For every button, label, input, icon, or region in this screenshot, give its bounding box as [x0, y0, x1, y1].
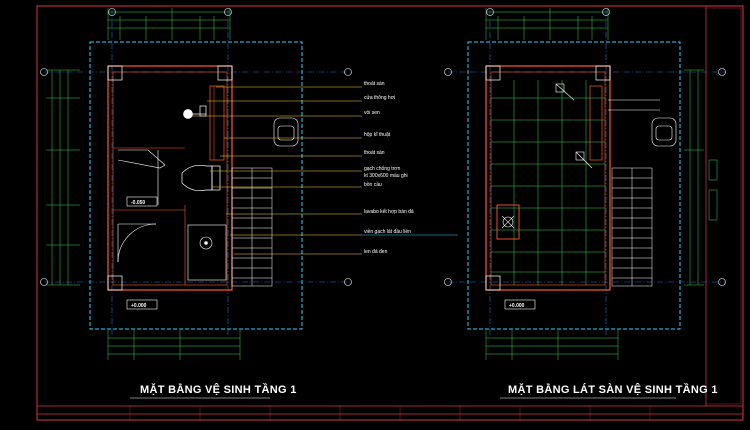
- elevation-left-upper-label: -0.050: [131, 200, 145, 206]
- annotation-voi-sen: vòi sen: [364, 110, 380, 116]
- elevation-right-lower: +0.000: [504, 299, 536, 310]
- annotation-thoat-san-1: thoát sàn: [364, 81, 385, 87]
- annotation-len-da-den: len đá đen: [364, 249, 388, 255]
- elevation-left-lower: +0.000: [126, 299, 158, 310]
- elevation-right-lower-label: +0.000: [509, 303, 525, 309]
- elevation-left-upper: -0.050: [126, 196, 158, 207]
- annotation-gach-chong-tron: gạch chống trơn: [364, 166, 401, 172]
- title-block: [36, 7, 744, 421]
- annotation-vien-gach: viền gạch lát đầu liền: [364, 229, 411, 235]
- annotation-cua-thong-hoi: cửa thông hơi: [364, 94, 395, 101]
- annotation-thoat-san-2: thoát sàn: [364, 150, 385, 156]
- elevation-left-lower-label: +0.000: [131, 303, 147, 309]
- annotation-lavabo: lavabo kết hợp bàn đá: [364, 209, 414, 215]
- left-floor-plan: -0.050 +0.000 MẶT BẰNG VỆ SINH TẦNG 1: [40, 8, 458, 399]
- annotation-list: thoát sàn cửa thông hơi vòi sen hộp kĩ t…: [364, 81, 414, 255]
- annotation-bon-cau: bồn cầu: [364, 182, 382, 188]
- right-floor-plan: +0.000 MẶT BẰNG LÁT SÀN VỆ SINH TẦNG 1: [444, 8, 726, 399]
- annotation-gach-size: kt 300x600 màu ghi: [364, 173, 408, 179]
- right-plan-title: MẶT BẰNG LÁT SÀN VỆ SINH TẦNG 1: [508, 383, 718, 396]
- annotation-hop-ky-thuat: hộp kĩ thuật: [364, 132, 391, 138]
- left-plan-title: MẶT BẰNG VỆ SINH TẦNG 1: [140, 383, 297, 396]
